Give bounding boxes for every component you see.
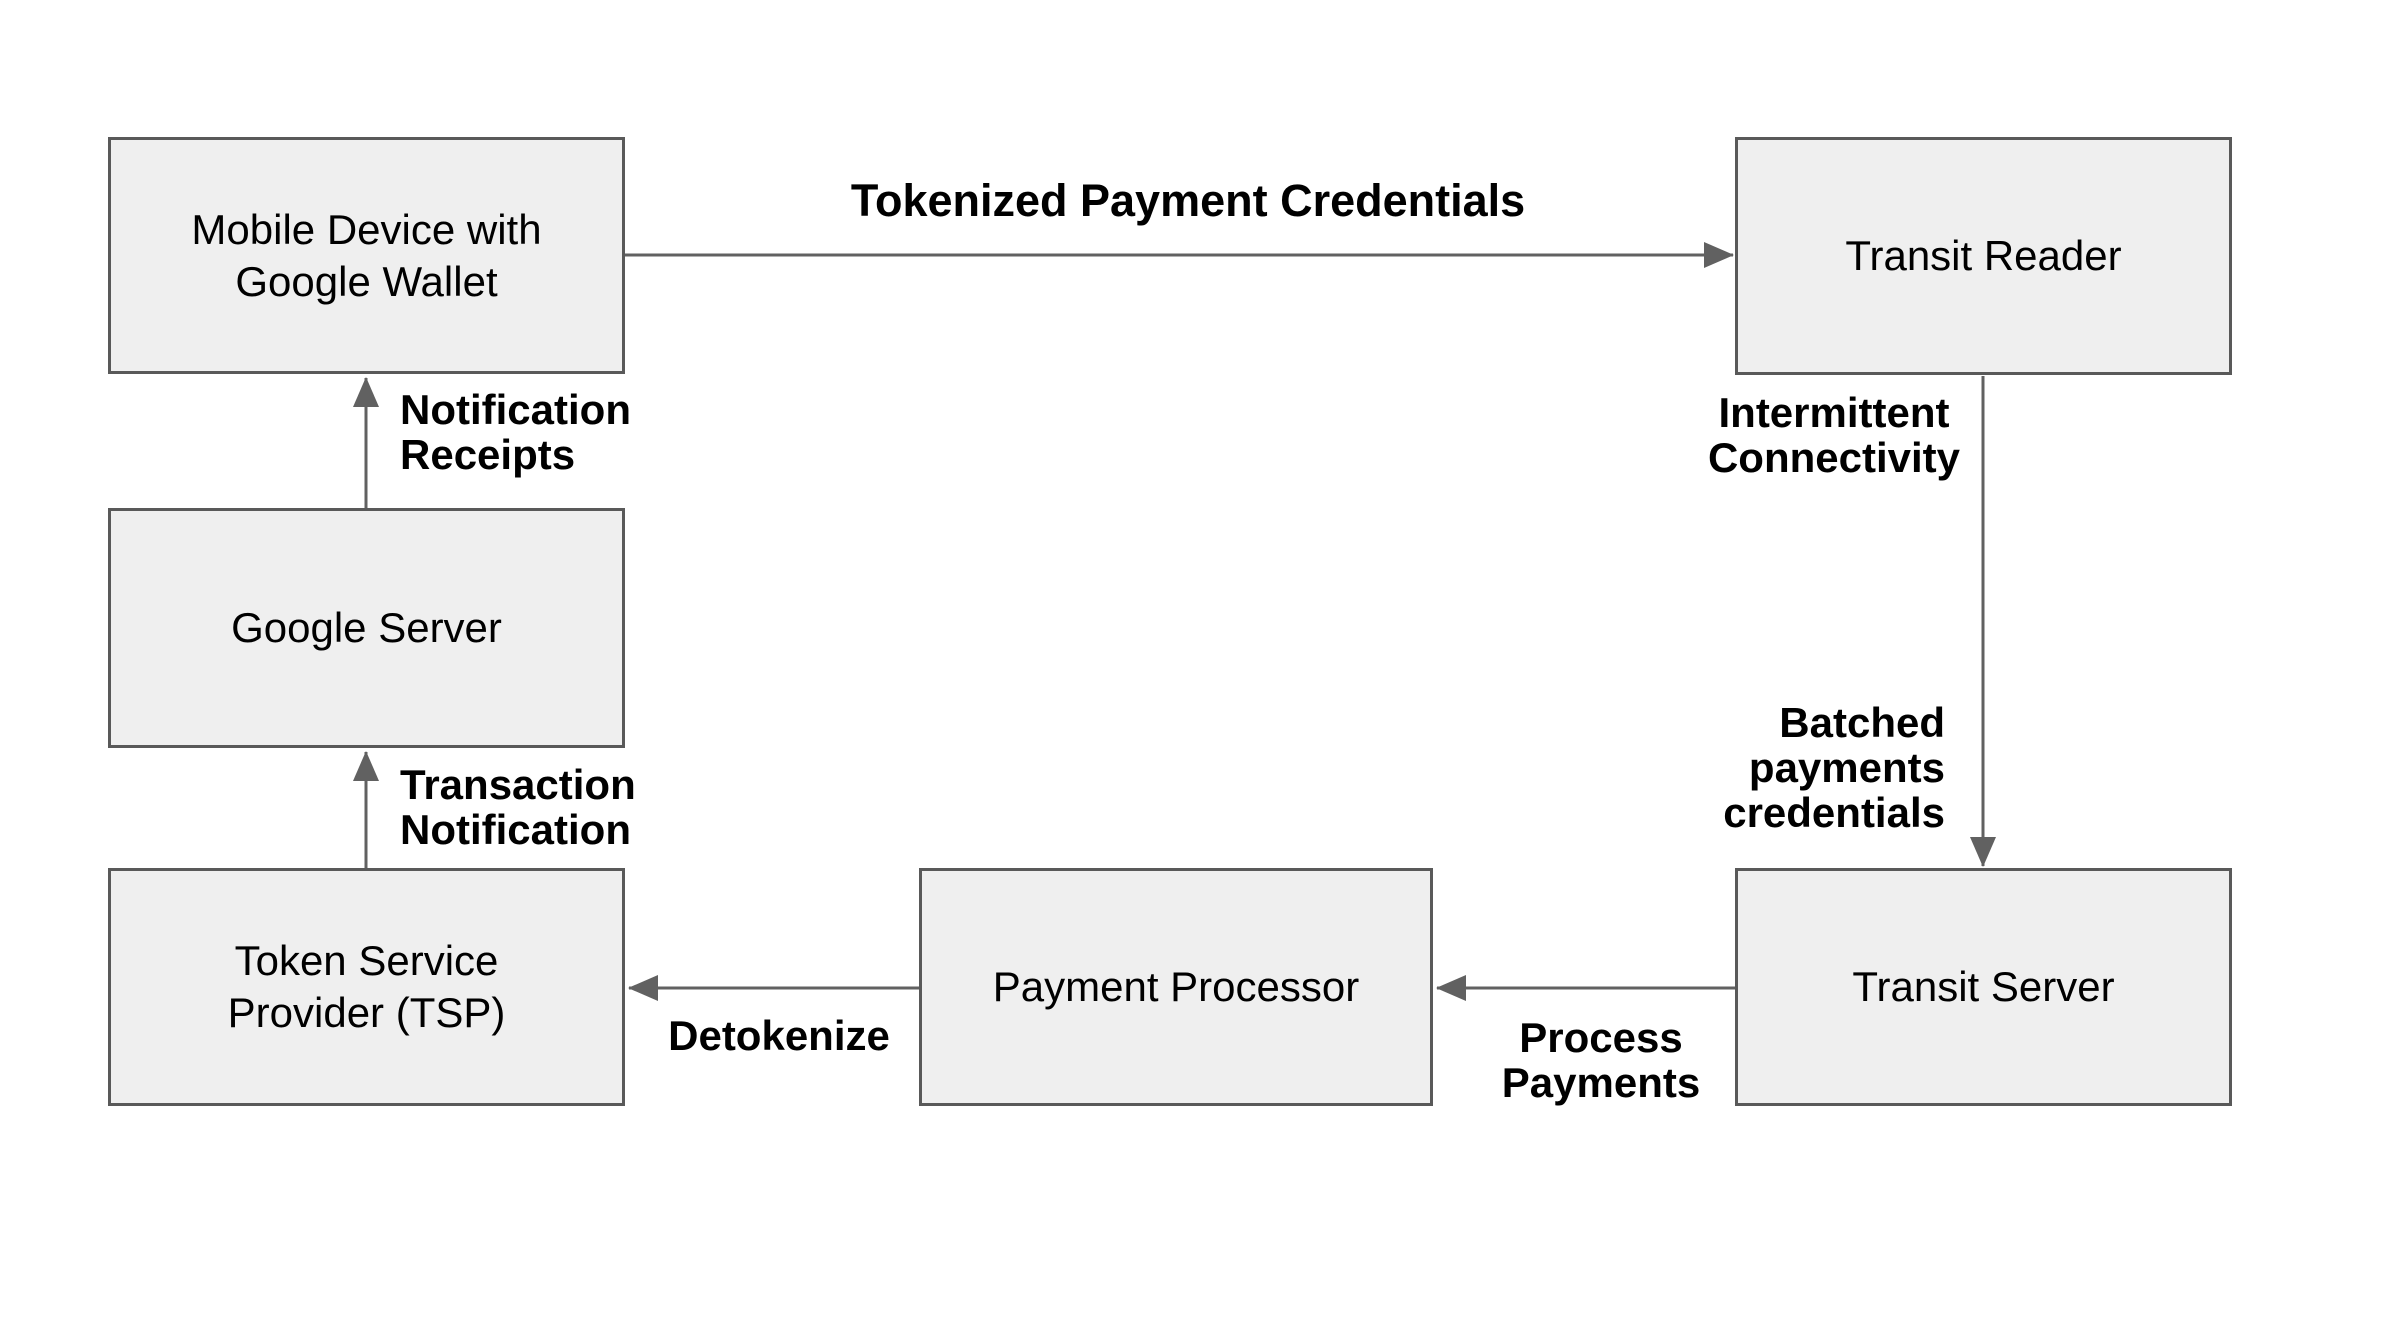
node-tsp-label: Token Service <box>234 937 499 984</box>
node-transit-server-label: Transit Server <box>1852 963 2115 1010</box>
label-process-payments-line: Process <box>1519 1014 1683 1061</box>
node-tsp-label: Provider (TSP) <box>227 989 506 1036</box>
label-process-payments-line: Payments <box>1501 1059 1701 1106</box>
node-mobile-device-label: Google Wallet <box>235 257 498 305</box>
label-notification-receipts: Notification Receipts <box>400 387 631 477</box>
label-batched-payments-credentials: Batched payments credentials <box>1723 700 1945 835</box>
label-transaction-notification-line: Transaction <box>400 761 636 808</box>
node-google-server: Google Server <box>108 508 625 748</box>
label-transaction-notification-line: Notification <box>400 806 631 853</box>
label-transaction-notification: Transaction Notification <box>400 762 636 852</box>
node-payment-processor: Payment Processor <box>919 868 1433 1106</box>
node-mobile-device-label: Mobile Device with <box>191 205 542 253</box>
label-batched-payments-credentials-line: payments <box>1748 744 1945 791</box>
label-batched-payments-credentials-line: credentials <box>1723 789 1945 836</box>
label-batched-payments-credentials-line: Batched <box>1779 699 1945 746</box>
node-payment-processor-label: Payment Processor <box>992 963 1360 1010</box>
node-token-service-provider: Token Service Provider (TSP) <box>108 868 625 1106</box>
node-google-server-label: Google Server <box>231 604 502 651</box>
label-intermittent-connectivity-line: Intermittent <box>1718 389 1950 436</box>
label-notification-receipts-line: Notification <box>400 386 631 433</box>
label-tokenized-payment-credentials: Tokenized Payment Credentials <box>851 176 1525 226</box>
label-detokenize: Detokenize <box>668 1013 890 1058</box>
label-intermittent-connectivity-line: Connectivity <box>1707 434 1961 481</box>
label-intermittent-connectivity: Intermittent Connectivity <box>1708 390 1960 480</box>
node-transit-reader-label: Transit Reader <box>1845 232 2122 279</box>
label-notification-receipts-line: Receipts <box>400 431 576 478</box>
label-tokenized-payment-credentials-line: Tokenized Payment Credentials <box>850 175 1526 226</box>
label-process-payments: Process Payments <box>1502 1015 1700 1105</box>
label-detokenize-line: Detokenize <box>668 1012 890 1059</box>
node-transit-server: Transit Server <box>1735 868 2232 1106</box>
node-transit-reader: Transit Reader <box>1735 137 2232 375</box>
node-mobile-device: Mobile Device with Google Wallet <box>108 137 625 374</box>
